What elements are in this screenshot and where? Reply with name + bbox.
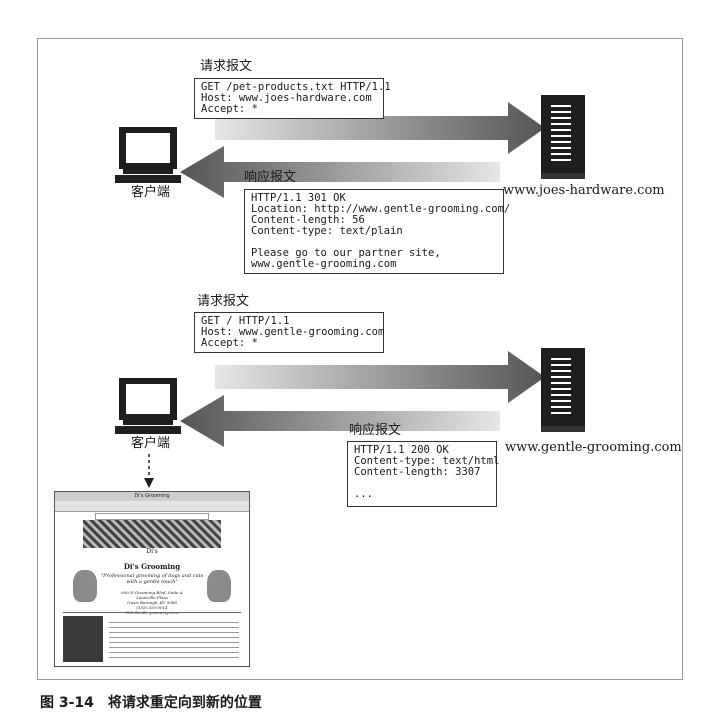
response-message-box-2: HTTP/1.1 200 OK Content-type: text/html …: [347, 441, 500, 507]
response-body-line: ...: [354, 488, 373, 500]
request-arrow-2: [215, 351, 545, 403]
request-line: Host: www.gentle-grooming.com: [201, 326, 385, 338]
spacer: [354, 478, 490, 489]
body-text-block: [109, 618, 239, 658]
photo-image: [63, 616, 103, 662]
response-line: Content-length: 3307: [354, 466, 481, 478]
site-logo: Di's: [146, 548, 158, 555]
web-page: Di's Di's Grooming "Professional groomin…: [63, 520, 241, 662]
address-line: Louisville Plaza: [136, 595, 168, 600]
request-message-label: 请求报文: [200, 59, 253, 74]
request-line: Accept: *: [201, 337, 258, 349]
response-message-label: 响应报文: [349, 423, 402, 438]
address-line: Owen Borough, KY 5988: [127, 600, 177, 605]
phone-line: (555) 555-0014: [136, 605, 168, 610]
server-label: www.joes-hardware.com: [503, 183, 665, 198]
request-line: Host: www.joes-hardware.com: [201, 92, 372, 104]
server-icon: [541, 95, 585, 179]
request-arrow-1: [215, 102, 545, 154]
dashed-arrow-head: [144, 478, 154, 488]
cat-image: [73, 570, 97, 602]
divider: [63, 612, 241, 613]
address-line: 600 N Grooming Blvd, Suite A: [121, 590, 183, 595]
request-line: GET /pet-products.txt HTTP/1.1: [201, 81, 391, 93]
flower-banner-image: [83, 520, 221, 548]
response-line: Content-type: text/html: [354, 455, 500, 467]
figure-frame: [37, 38, 683, 680]
response-line: Location: http://www.gentle-grooming.com…: [251, 203, 511, 215]
response-line: HTTP/1.1 301 OK: [251, 192, 346, 204]
response-line: Content-type: text/plain: [251, 225, 403, 237]
site-tagline: "Professional grooming of dogs and cats …: [100, 573, 204, 585]
browser-toolbar: [55, 501, 249, 512]
response-arrow-1: [180, 146, 500, 198]
request-line: GET / HTTP/1.1: [201, 315, 290, 327]
server-icon: [541, 348, 585, 432]
response-body-line: Please go to our partner site,: [251, 247, 441, 259]
response-body-line: www.gentle-grooming.com: [251, 258, 397, 270]
response-message-box-1: HTTP/1.1 301 OK Location: http://www.gen…: [244, 189, 511, 274]
request-message-box-2: GET / HTTP/1.1 Host: www.gentle-grooming…: [194, 312, 384, 353]
browser-window: Di's Grooming Di's Di's Grooming "Profes…: [54, 491, 250, 667]
client-computer-icon: [115, 127, 181, 183]
server-label: www.gentle-grooming.com: [505, 440, 682, 455]
response-line: HTTP/1.1 200 OK: [354, 444, 449, 456]
client-label: 客户端: [131, 185, 171, 200]
browser-url-field: [95, 513, 209, 520]
request-line: Accept: *: [201, 103, 258, 115]
site-title: Di's Grooming: [123, 562, 181, 571]
request-message-box-1: GET /pet-products.txt HTTP/1.1 Host: www…: [194, 78, 391, 119]
request-message-label: 请求报文: [197, 294, 250, 309]
client-computer-icon: [115, 378, 181, 434]
response-message-label: 响应报文: [244, 170, 297, 185]
response-line: Content-length: 56: [251, 214, 365, 226]
cat-image: [207, 570, 231, 602]
response-arrow-2: [180, 395, 500, 447]
client-label: 客户端: [131, 436, 171, 451]
figure-caption: 图 3-14 将请求重定向到新的位置: [40, 695, 262, 711]
